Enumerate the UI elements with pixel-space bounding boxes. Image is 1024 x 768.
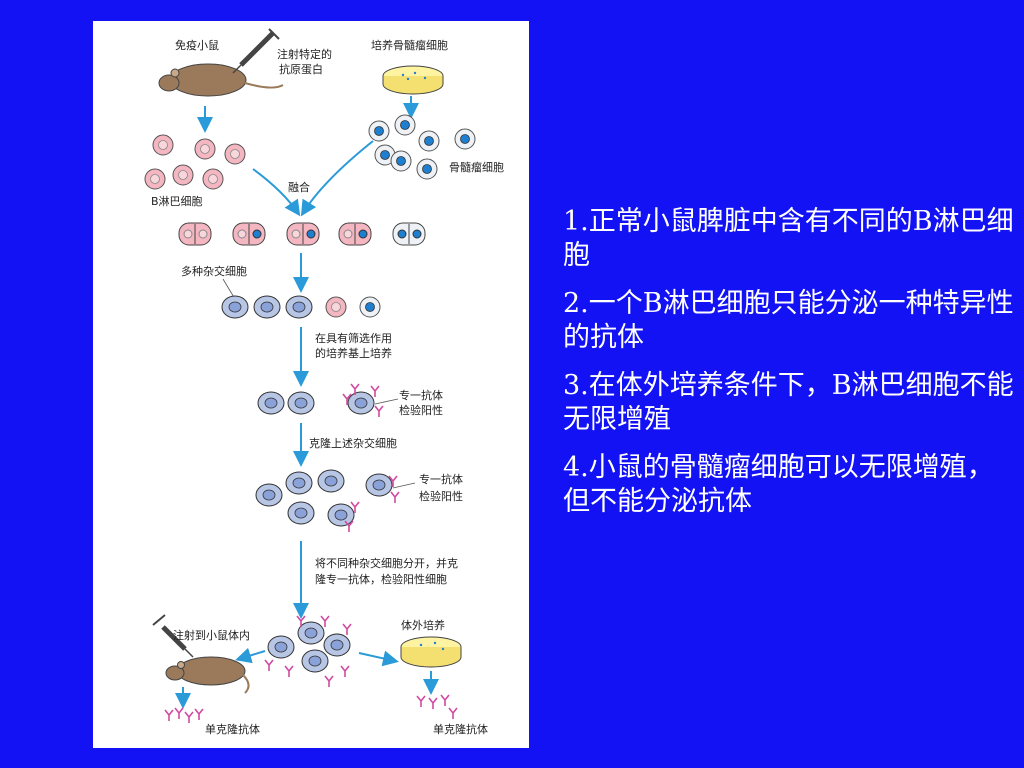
label-inject-antigen-2: 抗原蛋白 xyxy=(279,62,323,76)
point-3: 3.在体外培养条件下，B淋巴细胞不能无限增殖 xyxy=(563,370,1014,435)
label-separate-2: 隆专一抗体，检验阳性细胞 xyxy=(315,572,447,586)
mouse-icon xyxy=(165,656,250,694)
label-in-vitro: 体外培养 xyxy=(401,618,445,632)
point-1: 1.正常小鼠脾脏中含有不同的B淋巴细胞 xyxy=(563,206,1014,271)
antibody-group xyxy=(416,694,458,720)
explanation-list: 1.正常小鼠脾脏中含有不同的B淋巴细胞 2.一个B淋巴细胞只能分泌一种特异性的抗… xyxy=(563,205,1015,533)
label-inject-antigen-1: 注射特定的 xyxy=(277,47,332,61)
point-4: 4.小鼠的骨髓瘤细胞可以无限增殖，但不能分泌抗体 xyxy=(563,452,994,517)
label-immunized-mouse: 免疫小鼠 xyxy=(175,38,219,52)
screened-cell-row xyxy=(257,383,384,418)
label-antibody-positive-1a: 专一抗体 xyxy=(399,388,443,402)
arrow xyxy=(252,168,301,217)
arrow xyxy=(235,647,266,664)
label-separate-1: 将不同种杂交细胞分开，并克 xyxy=(315,556,458,570)
label-mab-left: 单克隆抗体 xyxy=(205,722,260,736)
clone-cell-cluster xyxy=(255,469,400,533)
label-inject-mouse: 注射到小鼠体内 xyxy=(173,628,250,642)
point-2: 2.一个B淋巴细胞只能分泌一种特异性的抗体 xyxy=(563,288,1014,353)
label-mab-right: 单克隆抗体 xyxy=(433,722,488,736)
mouse-icon xyxy=(158,63,284,97)
hybrid-cell-row xyxy=(221,295,381,319)
monoclonal-antibody-diagram: 免疫小鼠 注射特定的 抗原蛋白 培养骨髓瘤细胞 B淋巴细胞 骨髓瘤细胞 融合 xyxy=(93,21,529,748)
positive-clone-cluster xyxy=(264,615,352,688)
petri-dish-icon xyxy=(400,636,462,668)
label-selective-medium-1: 在具有筛选作用 xyxy=(315,331,392,345)
syringe-icon xyxy=(232,28,280,74)
label-myeloma-culture: 培养骨髓瘤细胞 xyxy=(371,38,448,52)
syringe-icon xyxy=(152,614,194,658)
label-myeloma-cells: 骨髓瘤细胞 xyxy=(449,160,504,174)
label-antibody-positive-1b: 检验阳性 xyxy=(399,403,443,417)
label-selective-medium-2: 的培养基上培养 xyxy=(315,346,392,360)
b-cell-cluster xyxy=(144,134,246,190)
antibody-group xyxy=(164,707,204,724)
label-clone-hybrids: 克隆上述杂交细胞 xyxy=(309,436,397,450)
arrow xyxy=(300,140,374,217)
arrow xyxy=(358,650,399,667)
petri-dish-icon xyxy=(382,65,444,95)
label-antibody-positive-2a: 专一抗体 xyxy=(419,472,463,486)
label-b-cells: B淋巴细胞 xyxy=(151,195,203,208)
fused-cell-row xyxy=(178,222,426,246)
label-fusion: 融合 xyxy=(288,180,310,194)
label-hybrid-cells: 多种杂交细胞 xyxy=(181,264,247,278)
label-antibody-positive-2b: 检验阳性 xyxy=(419,489,463,503)
